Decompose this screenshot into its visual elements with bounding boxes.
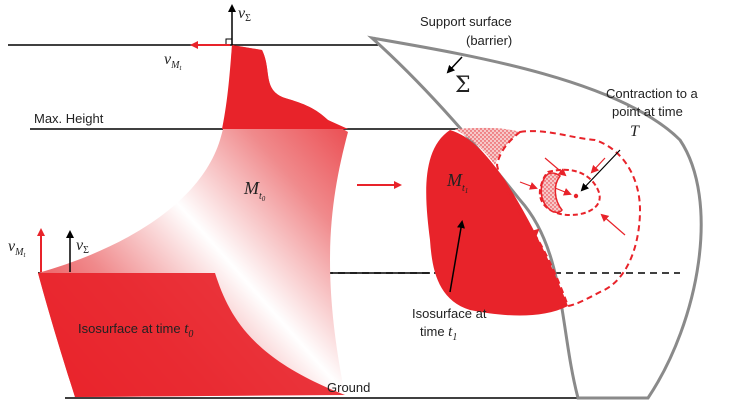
contraction-label-T: T [630, 123, 640, 140]
isosurface-t0-bottom [38, 273, 345, 397]
support-surface-arrow [446, 56, 463, 74]
max-height-label: Max. Height [34, 111, 104, 126]
isosurface-t1-shape [426, 130, 568, 316]
dashed-contour-t1 [495, 130, 642, 308]
isosurface-t1-label-2: time t1 [420, 324, 457, 343]
v-sigma-left-label: vΣ [76, 237, 89, 256]
contraction-label-1: Contraction to a [606, 86, 699, 101]
ground-label: Ground [327, 380, 370, 395]
isosurface-t1-pointer-arrow [449, 220, 465, 293]
m-t0-label: Mt0 [243, 178, 266, 203]
contraction-point [573, 193, 579, 199]
contraction-label-2: point at time [612, 104, 683, 119]
contraction-arrow-2 [590, 157, 606, 174]
isosurface-t1-label-1: Isosurface at [412, 306, 487, 321]
contraction-arrow-6 [554, 187, 572, 196]
contraction-arrow-1 [544, 157, 567, 177]
dotted-cap-region [455, 127, 520, 165]
small-crescent [540, 172, 563, 214]
v-m-top-label: vMt [164, 51, 182, 72]
contraction-pointer-arrow [580, 149, 621, 192]
contraction-arrow-4 [600, 213, 626, 236]
support-surface-label-1: Support surface [420, 14, 512, 29]
contraction-arrow-3 [519, 181, 538, 190]
sigma-label: Σ [455, 73, 471, 98]
m-t1-label: Mt1 [446, 170, 468, 195]
contraction-arrow-5 [517, 228, 540, 249]
isosurface-t0-top [222, 45, 348, 129]
v-sigma-top-label: vΣ [238, 5, 251, 24]
isosurface-t0-label: Isosurface at time t0 [78, 321, 193, 340]
v-m-left-label: vMt [8, 238, 26, 259]
support-surface-label-2: (barrier) [466, 33, 512, 48]
